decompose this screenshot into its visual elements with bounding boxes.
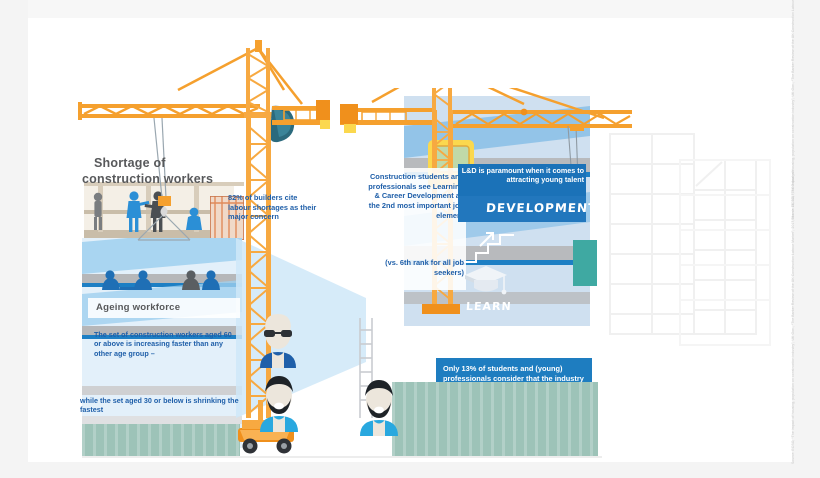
ageing-body-top: The set of construction workers aged 60 … [94, 330, 232, 358]
construction-worker-silhouette-icon-2 [102, 270, 220, 290]
rebar-panel [210, 196, 244, 240]
left-heading-line1: Shortage of [94, 156, 166, 170]
avatar-student-icon [356, 380, 402, 436]
left-heading-line2: construction workers [82, 172, 214, 186]
background-building-outline-2 [679, 159, 771, 346]
construction-worker-silhouette-icon [93, 191, 202, 232]
canvas-top-bleed [28, 0, 792, 18]
avatar-older-worker-icon [256, 314, 300, 368]
right-headline-text: L&D is paramount when it comes to attrac… [461, 166, 584, 185]
avatar-young-worker-icon [256, 376, 302, 432]
development-band [458, 196, 586, 222]
teal-glass-accent [573, 240, 597, 286]
stairs-growth-icon [464, 232, 514, 263]
right-headline-panel [458, 164, 586, 196]
stat-callout-82: 82% of builders cite labour shortages as… [228, 193, 317, 222]
development-word: DEVELOPMENT [485, 201, 598, 215]
center-note: (vs. 6th rank for all job seekers) [385, 258, 464, 277]
site-fence-icon-left [82, 424, 240, 458]
ground-line [82, 456, 602, 458]
center-paragraph: Construction students and professionals … [368, 172, 464, 220]
site-fence-icon-right [392, 382, 598, 458]
ageing-workforce-heading: Ageing workforce [96, 302, 181, 313]
crane-hook-block [158, 196, 171, 206]
ageing-body-bottom: while the set aged 30 or below is shrink… [80, 396, 239, 415]
graduation-cap-icon [465, 266, 507, 295]
center-text-panel [360, 168, 466, 290]
source-note-bottom: Source: ECSO, “The impact of housing, po… [791, 169, 795, 464]
ageing-workforce-bar [88, 298, 240, 318]
learn-word: LEARN [465, 300, 513, 313]
